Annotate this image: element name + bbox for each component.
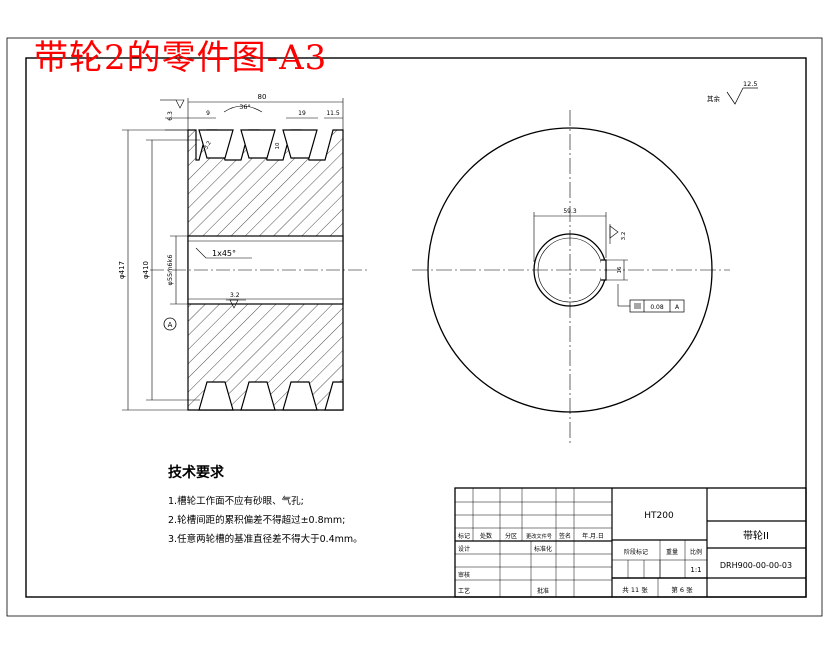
dim-groove-angle: 36° (239, 103, 251, 111)
dim-depth-a: 3.2 (203, 140, 213, 151)
tolerance-datum: A (675, 304, 680, 311)
bottom-grooves (198, 381, 344, 411)
datum-a-label: A (168, 321, 173, 329)
dim-key-width: 59.3 (563, 208, 577, 215)
tb-stage-label: 阶段标记 (624, 548, 648, 556)
technical-requirements: 技术要求 1.槽轮工作面不应有砂眼、气孔; 2.轮槽间距的累积偏差不得超过±0.… (168, 462, 363, 549)
tb-part-name: 带轮II (743, 529, 769, 542)
datum-a-marker (163, 317, 177, 331)
surface-finish-value: 12.5 (743, 80, 757, 88)
tb-weight-label: 重量 (666, 548, 678, 556)
tb-scale-label: 比例 (690, 548, 702, 556)
tech-item-3: 3.任意两轮槽的基准直径差不得大于0.4mm。 (168, 534, 363, 545)
outer-frame (6, 37, 823, 617)
dim-chamfer: 1x45° (212, 249, 236, 258)
tb-header-change-doc: 更改文件号 (526, 532, 552, 540)
dim-depth-b: 10 (275, 142, 281, 149)
tb-approve: 批准 (537, 587, 549, 595)
tb-material: HT200 (644, 511, 674, 521)
tb-sheet-total: 共 11 张 (622, 585, 648, 594)
tb-sheet-current: 第 6 张 (671, 585, 693, 594)
sheet-title: 带轮2的零件图-A3 (34, 38, 328, 78)
tolerance-frame (629, 299, 685, 313)
tb-scale: 1:1 (690, 566, 701, 574)
tb-header-sign: 签名 (559, 532, 571, 540)
tech-heading: 技术要求 (168, 465, 224, 481)
top-grooves (198, 129, 318, 159)
tb-header-date: 年.月.日 (582, 532, 604, 540)
tech-item-2: 2.轮槽间距的累积偏差不得超过±0.8mm; (168, 515, 346, 526)
tb-design: 设计 (458, 545, 470, 553)
dim-outer-diameter: φ417 (118, 261, 126, 279)
section-view (122, 98, 370, 411)
surface-finish-note: 其余 (707, 94, 721, 103)
dim-pitch-diameter: φ410 (142, 261, 150, 279)
end-view (412, 87, 758, 445)
tb-review: 审核 (458, 571, 470, 579)
dim-overall-width: 80 (258, 93, 267, 101)
title-block (454, 487, 807, 598)
dim-edge-distance: 11.5 (326, 110, 340, 117)
tb-process: 工艺 (458, 587, 470, 595)
dim-key-roughness: 3.2 (621, 232, 627, 241)
dim-top-height: 6.3 (167, 111, 174, 121)
tb-drawing-no: DRH900-00-00-03 (720, 561, 792, 570)
title-block-headers: 标记 处数 分区 更改文件号 签名 年.月.日 (458, 532, 604, 540)
tb-header-zone: 分区 (505, 532, 517, 540)
tb-header-count: 处数 (480, 532, 492, 540)
dim-groove-pitch: 19 (298, 110, 306, 117)
inner-frame (25, 57, 807, 598)
dim-key-depth: 16 (617, 266, 623, 273)
dim-bore-diameter: φ55m6k6 (166, 255, 174, 286)
tb-header-mark: 标记 (458, 532, 470, 540)
tolerance-value: 0.08 (650, 304, 664, 311)
tech-item-1: 1.槽轮工作面不应有砂眼、气孔; (168, 496, 304, 507)
dim-bore-roughness: 3.2 (230, 292, 240, 299)
dim-edge-left: 9 (206, 110, 210, 117)
tb-standard: 标准化 (534, 545, 552, 553)
